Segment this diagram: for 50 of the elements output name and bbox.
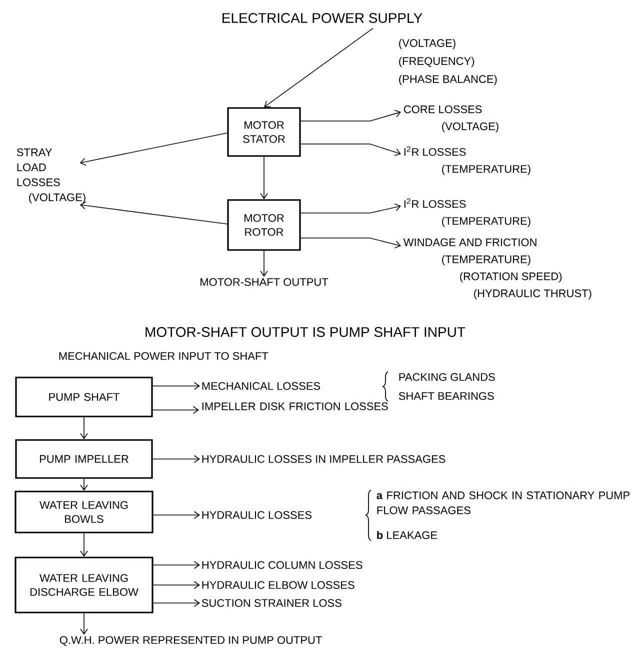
note-text: (PHASE BALANCE) [399, 74, 497, 86]
arrow [80, 532, 88, 557]
loss-text: WINDAGE AND FRICTION (TEMPERATURE) (ROTATION SPEED) (HYDRAULIC THRUST) [403, 238, 592, 300]
arrow [152, 561, 200, 569]
process-box: PUMP SHAFT [15, 376, 153, 418]
supply-text: ELECTRICAL POWER SUPPLY [222, 13, 422, 23]
arrow [80, 612, 88, 635]
arrow [80, 202, 228, 224]
loss-text: MECHANICAL LOSSES [202, 382, 320, 390]
arrow [152, 511, 200, 519]
loss-text: HYDRAULIC COLUMN LOSSES [202, 561, 362, 569]
loss-text: IMPELLER DISK FRICTION LOSSES [202, 402, 388, 410]
note-text: MECHANICAL POWER INPUT TO SHAFT [59, 352, 268, 360]
process-box: MOTOR ROTOR [227, 199, 301, 251]
output-text: Q.W.H. POWER REPRESENTED IN PUMP OUTPUT [60, 636, 322, 646]
arrow [264, 28, 374, 108]
arrow [152, 599, 200, 607]
arrow [300, 238, 401, 248]
arrow [152, 382, 200, 390]
loss-text: I$^{2}$R LOSSES (TEMPERATURE) [404, 198, 530, 228]
arrow [152, 455, 200, 463]
arrow [300, 144, 401, 156]
loss-text: I$^{2}$R LOSSES (TEMPERATURE) [404, 146, 530, 176]
heading-text: MOTOR-SHAFT OUTPUT IS PUMP SHAFT INPUT [146, 327, 466, 337]
loss-text: HYDRAULIC LOSSES IN IMPELLER PASSAGES [202, 455, 446, 463]
note-text: a FRICTION AND SHOCK IN STATIONARY PUMP FLOW PASSAGES [376, 491, 630, 514]
note-text: (VOLTAGE) [399, 38, 456, 50]
process-box: WATER LEAVING DISCHARGE ELBOW [14, 556, 154, 614]
output-text: MOTOR-SHAFT OUTPUT [200, 278, 328, 286]
arrow [80, 132, 228, 166]
note-text: (FREQUENCY) [399, 56, 474, 68]
note-text: PACKING GLANDS [399, 373, 495, 381]
process-box: PUMP IMPELLER [15, 439, 153, 479]
arrow [300, 110, 401, 122]
process-box: WATER LEAVING BOWLS [14, 490, 154, 534]
loss-text: CORE LOSSES (VOLTAGE) [404, 105, 498, 132]
loss-text: HYDRAULIC LOSSES [202, 511, 312, 519]
loss-text: SUCTION STRAINER LOSS [202, 599, 342, 607]
arrow [152, 406, 199, 414]
arrow [260, 250, 268, 277]
arrow [80, 416, 88, 440]
loss-text: HYDRAULIC ELBOW LOSSES [202, 581, 354, 589]
loss-text: STRAY LOAD LOSSES (VOLTAGE) [16, 148, 86, 204]
arrow [80, 478, 88, 491]
arrow [300, 203, 401, 214]
arrow [152, 581, 200, 589]
note-text: b LEAKAGE [377, 530, 438, 540]
arrow [260, 156, 268, 200]
note-text: SHAFT BEARINGS [398, 392, 494, 400]
process-box: MOTOR STATOR [227, 107, 301, 157]
